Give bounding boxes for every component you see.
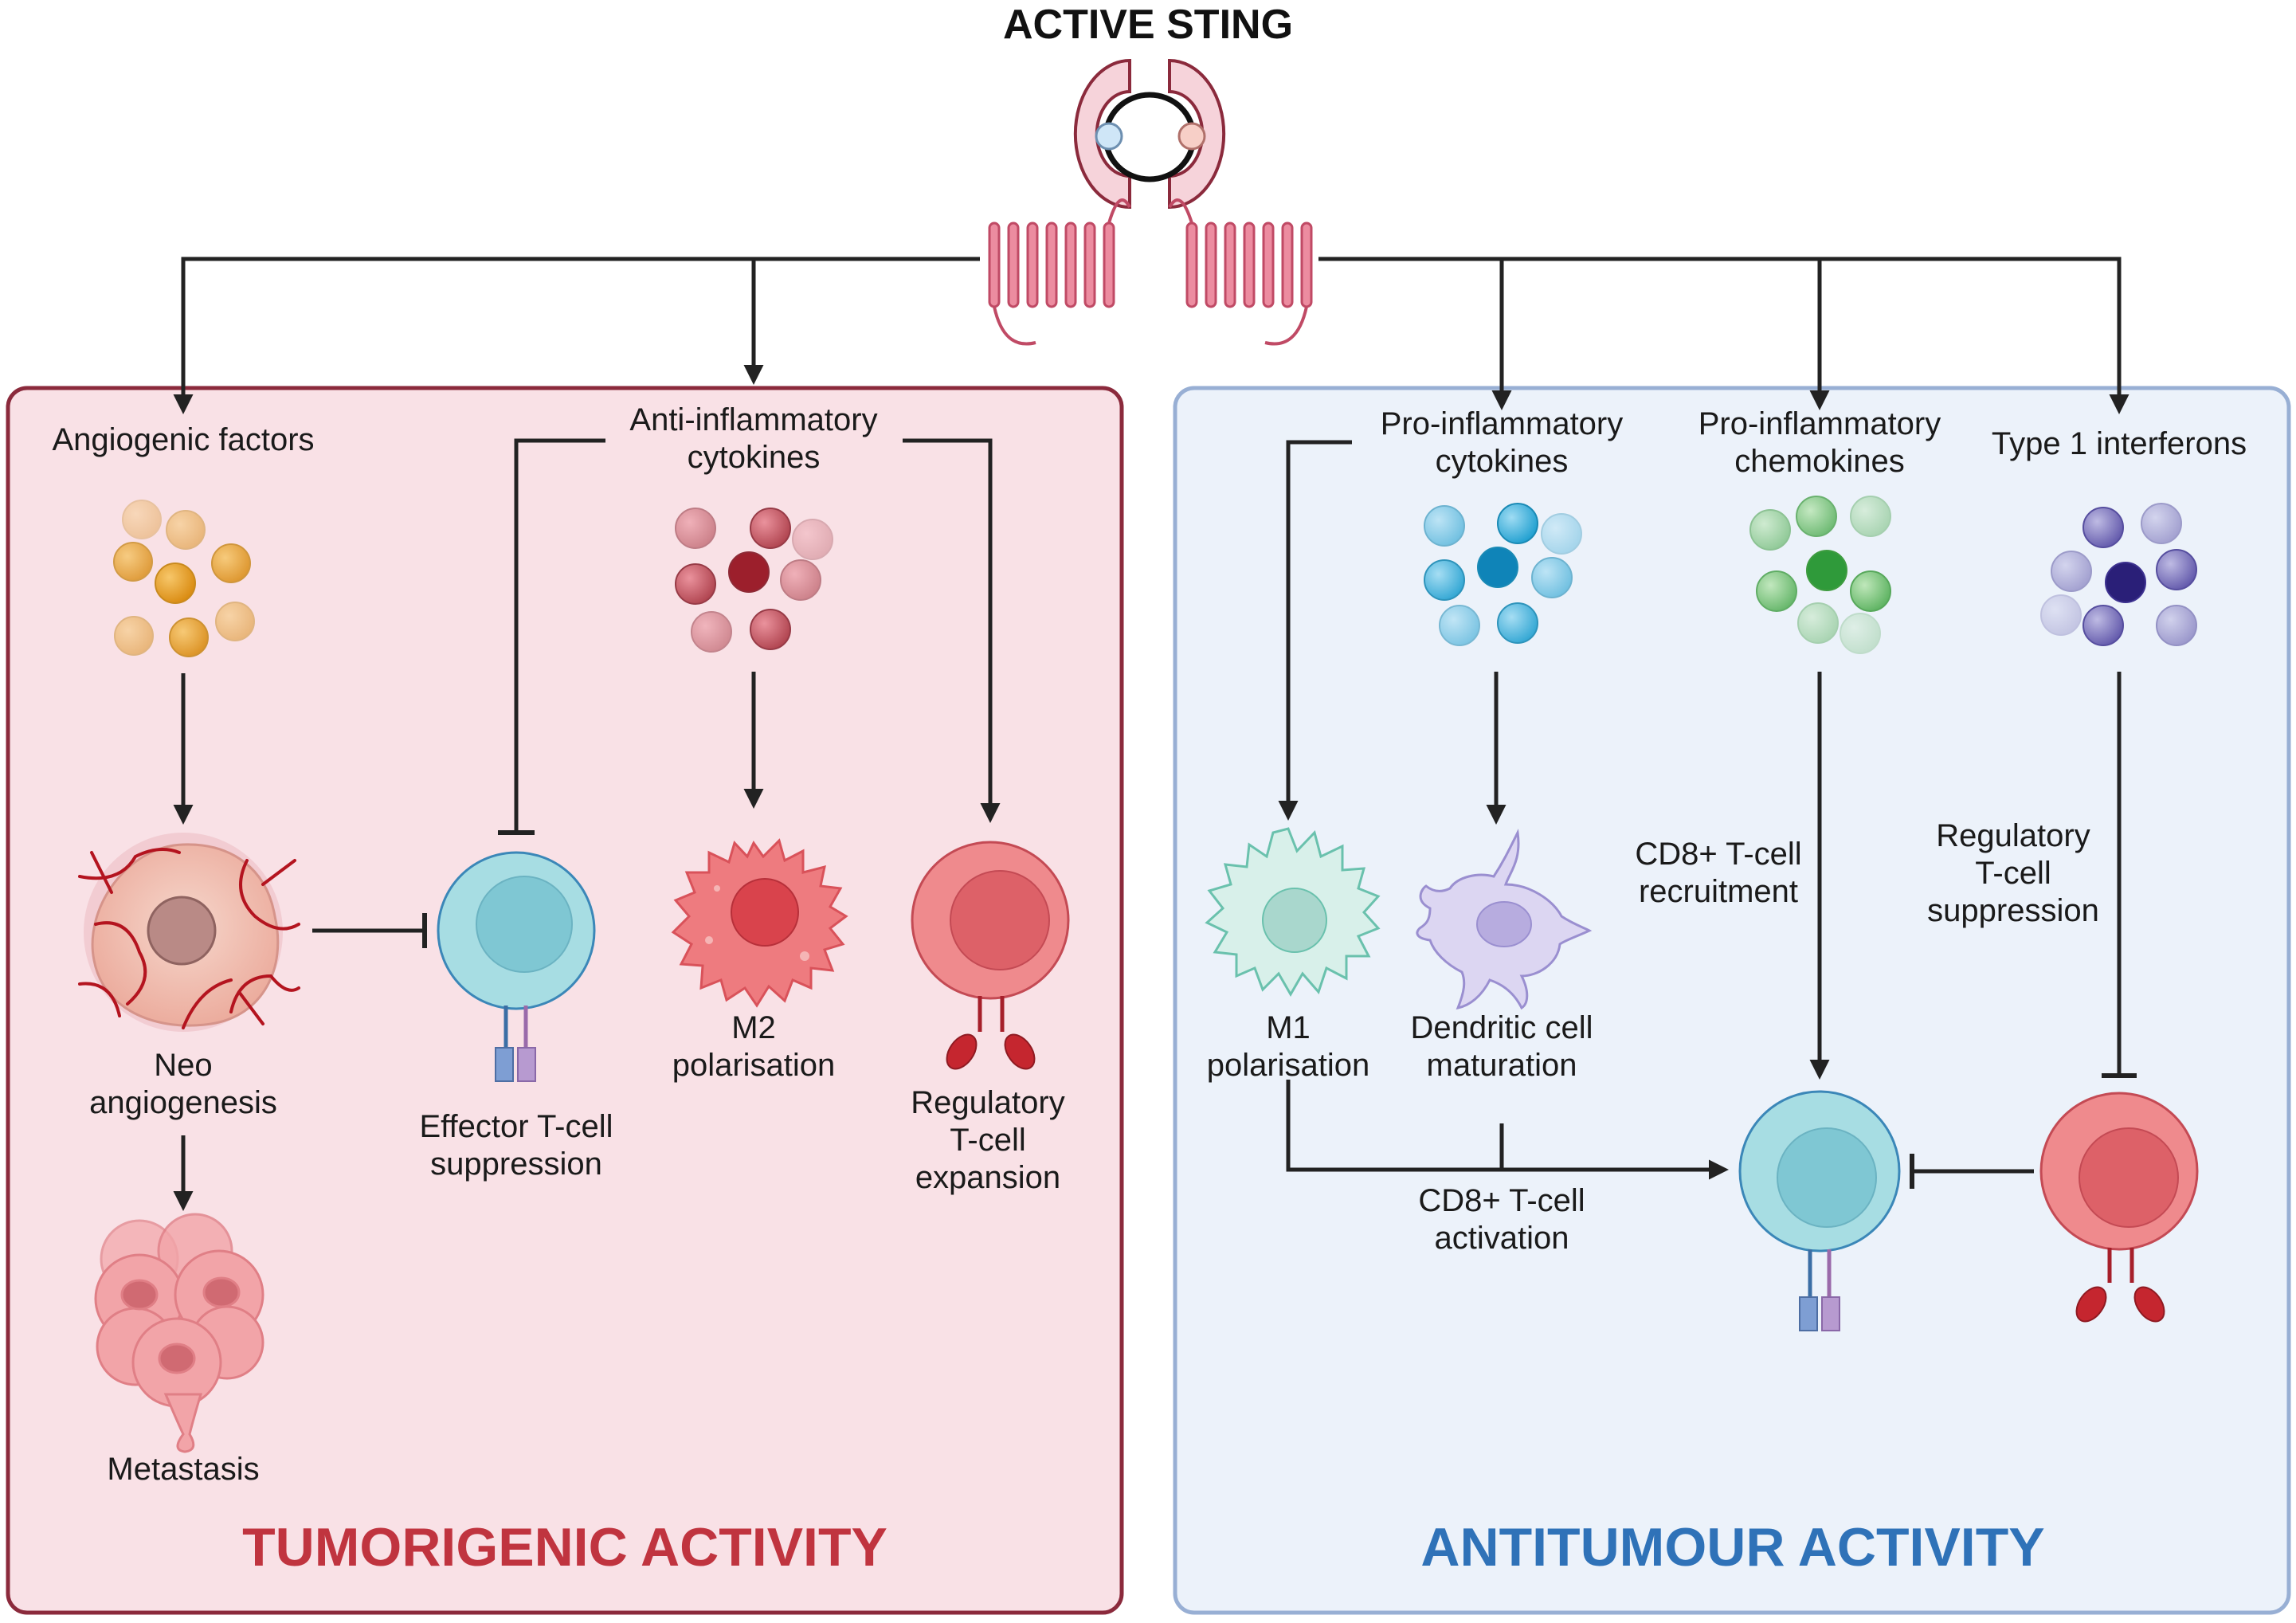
cd8-t-cell-icon — [1738, 1090, 1901, 1331]
effector-suppression-label-line2: suppression — [430, 1147, 602, 1182]
anti-inflammatory-label-line2: cytokines — [688, 440, 821, 475]
pro-inflammatory-cytokine-cluster-icon — [1424, 503, 1582, 646]
m2-label-line1: M2 — [731, 1010, 776, 1045]
treg-expansion-label-line3: expansion — [915, 1160, 1060, 1195]
tumorigenic-panel — [6, 386, 1124, 1615]
m1-label-line2: polarisation — [1207, 1048, 1370, 1083]
dc-maturation-label-line1: Dendritic cell — [1411, 1010, 1593, 1045]
anti-inflammatory-to-treg — [903, 438, 1001, 823]
anti-inflammatory-label-line1: Anti-inflammatory — [629, 402, 877, 437]
cd8-recruitment-label-line1: CD8+ T-cell — [1635, 837, 1801, 872]
treg-expansion-label-line1: Regulatory — [911, 1085, 1064, 1120]
anti-inflammatory-cytokine-cluster-icon — [675, 508, 833, 653]
dendritic-cell-icon — [1416, 829, 1593, 1010]
m2-label-line2: polarisation — [672, 1048, 836, 1083]
angiogenic-factor-cluster-icon — [113, 500, 255, 657]
pro-cytokines-to-m1 — [1278, 440, 1352, 821]
m1-dc-to-cd8-activation — [1286, 1080, 1729, 1180]
top-connectors — [173, 257, 2129, 414]
anti-inflammatory-inhibits-effector — [514, 438, 605, 833]
metastasis-cell-icon — [94, 1213, 264, 1453]
treg-expansion-label-line2: T-cell — [950, 1123, 1026, 1158]
header-title: ACTIVE STING — [1003, 2, 1293, 48]
antitumour-title: ANTITUMOUR ACTIVITY — [1420, 1517, 2044, 1578]
pro-chemokines-label-line1: Pro-inflammatory — [1698, 406, 1941, 441]
pro-cytokines-label-line2: cytokines — [1436, 444, 1569, 479]
treg-suppression-label-line3: suppression — [1927, 893, 2099, 928]
regulatory-t-cell-suppressed-icon — [2039, 1092, 2199, 1323]
pro-chemokines-label-line2: chemokines — [1734, 444, 1904, 479]
m1-label-line1: M1 — [1266, 1010, 1311, 1045]
pro-inflammatory-chemokine-cluster-icon — [1749, 496, 1891, 654]
neo-angiogenesis-label-line2: angiogenesis — [89, 1085, 277, 1120]
effector-t-cell-icon — [437, 851, 596, 1082]
treg-suppression-label-line2: T-cell — [1975, 856, 2051, 891]
cd8-recruitment-label-line2: recruitment — [1639, 874, 1798, 909]
effector-suppression-label-line1: Effector T-cell — [419, 1109, 613, 1144]
neo-angiogenesis-label-line1: Neo — [154, 1048, 212, 1083]
antitumour-panel — [1173, 386, 2291, 1615]
tumor-cell-icon — [78, 833, 300, 1032]
sting-dimer-icon — [988, 58, 1313, 346]
m1-macrophage-icon — [1205, 827, 1381, 998]
cd8-activation-label-line1: CD8+ T-cell — [1418, 1183, 1585, 1218]
interferons-label: Type 1 interferons — [1992, 426, 2247, 461]
pro-cytokines-label-line1: Pro-inflammatory — [1381, 406, 1624, 441]
angiogenic-factors-label: Angiogenic factors — [52, 422, 314, 457]
interferon-cluster-icon — [2040, 503, 2197, 646]
metastasis-label: Metastasis — [107, 1452, 259, 1487]
dc-maturation-label-line2: maturation — [1427, 1048, 1577, 1083]
tumorigenic-title: TUMORIGENIC ACTIVITY — [242, 1517, 887, 1578]
treg-suppression-label-line1: Regulatory — [1936, 818, 2090, 853]
m2-macrophage-icon — [671, 838, 848, 1008]
regulatory-t-cell-icon — [911, 841, 1070, 1070]
cd8-activation-label-line2: activation — [1435, 1221, 1569, 1256]
